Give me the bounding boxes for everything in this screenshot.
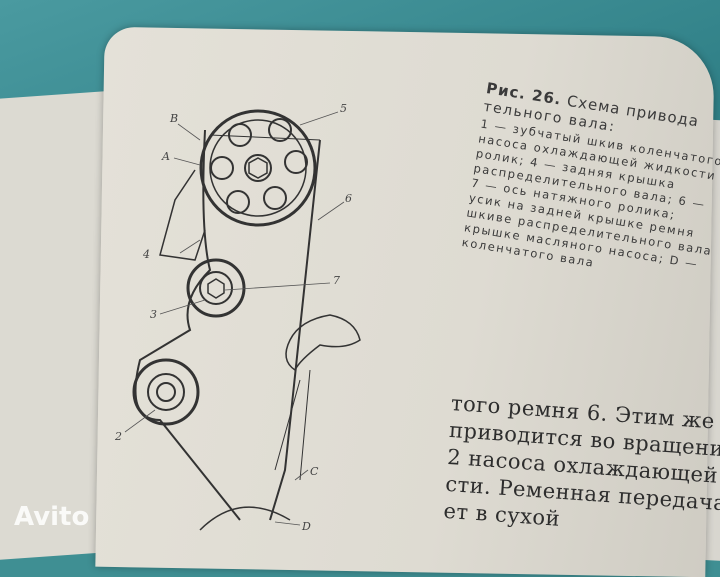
label-4: 4 — [142, 248, 150, 261]
avito-watermark: Avito — [14, 502, 90, 532]
body-text: того ремня 6. Этим же приводится во вращ… — [443, 390, 720, 545]
timing-belt-diagram: 5 B A 6 4 7 3 2 C D — [114, 102, 361, 533]
label-d: D — [301, 520, 311, 533]
label-6: 6 — [345, 192, 352, 205]
label-3: 3 — [150, 308, 157, 321]
label-c: C — [310, 465, 319, 478]
label-2: 2 — [114, 430, 122, 443]
label-a: A — [161, 150, 170, 163]
label-5: 5 — [340, 102, 347, 115]
label-7: 7 — [333, 274, 340, 287]
label-b: B — [169, 112, 178, 125]
